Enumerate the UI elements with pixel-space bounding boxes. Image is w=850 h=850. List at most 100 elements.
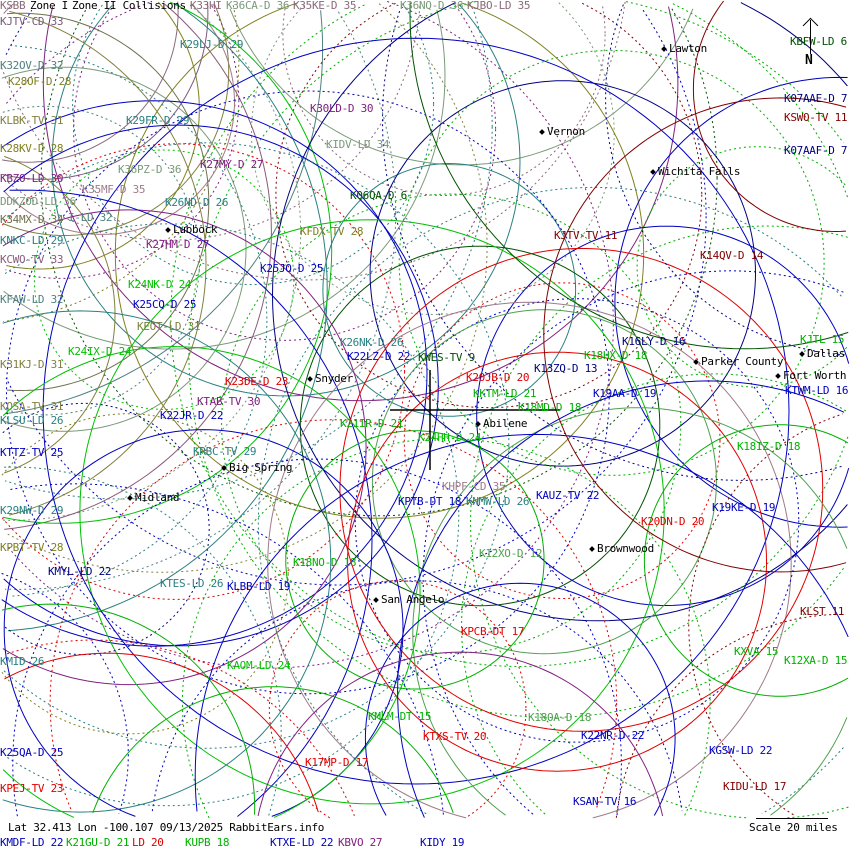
station-label[interactable]: KGSW-LD 22	[709, 744, 773, 757]
station-label[interactable]: K32OV-D 32	[0, 59, 64, 72]
station-label[interactable]: K35KE-D 35	[293, 0, 357, 12]
station-label[interactable]: K27MY-D 27	[200, 158, 264, 171]
station-label[interactable]: KLBK-TV 31	[0, 114, 64, 127]
station-label[interactable]: KTXS-TV 20	[423, 730, 487, 743]
station-label[interactable]: K19AA-D 19	[593, 387, 657, 400]
station-label[interactable]: KBFW-LD 6	[790, 35, 847, 48]
station-label[interactable]: KKTM-LD 21	[473, 387, 537, 400]
station-label[interactable]: K33HI	[190, 0, 222, 12]
station-label[interactable]: KXVA 15	[734, 645, 779, 658]
station-label[interactable]: KCWO-TV 33	[0, 253, 64, 266]
station-label[interactable]: K29FR-D 29	[126, 114, 190, 127]
station-label[interactable]: KAOM-LD 24	[227, 659, 291, 672]
station-label[interactable]: KPCB-DT 17	[461, 625, 525, 638]
station-label[interactable]: K14QV-D 14	[700, 249, 764, 262]
station-label[interactable]: KPBT-TV 28	[0, 541, 64, 554]
station-label[interactable]: K07AAE-D 7	[784, 92, 848, 105]
station-label[interactable]: K20JB-D 20	[466, 371, 530, 384]
station-label[interactable]: K22LZ-D 22	[347, 350, 411, 363]
station-label[interactable]: KNKC-LD 29	[0, 234, 64, 247]
station-label[interactable]: KIDY 19	[420, 836, 465, 849]
station-label[interactable]: K18HX-D 18	[584, 349, 648, 362]
station-label[interactable]: KBZO-LD 30	[0, 172, 64, 185]
station-label[interactable]: K22NR-D 22	[581, 729, 645, 742]
station-label[interactable]: K29LJ-D 29	[180, 38, 244, 51]
station-label[interactable]: K21IR-D 21	[340, 417, 404, 430]
station-label[interactable]: K22JR-D 22	[160, 409, 224, 422]
station-label[interactable]: K23DE-D 23	[225, 375, 289, 388]
station-label[interactable]: K20DN-D 20	[641, 515, 705, 528]
station-label[interactable]: KPTB-DT 18	[398, 495, 462, 508]
station-label[interactable]: KRBC-TV 29	[193, 445, 257, 458]
station-label[interactable]: KFAW-LD 32	[0, 293, 64, 306]
station-label[interactable]: KSBB	[0, 0, 26, 12]
station-label[interactable]: LD 20	[132, 836, 164, 849]
station-label[interactable]: K35MF-D 35	[82, 183, 146, 196]
station-label[interactable]: K24NK-D 24	[128, 278, 192, 291]
station-label[interactable]: K29NW-D 29	[0, 504, 64, 517]
station-label[interactable]: K19KE-D 19	[712, 501, 776, 514]
station-label[interactable]: KPEJ-TV 23	[0, 782, 64, 795]
station-label[interactable]: KNMW-LD 26	[466, 495, 530, 508]
station-label[interactable]: K12XO-D 12	[479, 547, 543, 560]
station-label[interactable]: KHPF-CD 35	[442, 480, 506, 493]
station-label[interactable]: K18IZ-D 18	[737, 440, 801, 453]
station-label[interactable]: KTES-LD 26	[160, 577, 224, 590]
station-label[interactable]: KMLM-DT 15	[368, 710, 432, 723]
station-label[interactable]: KLST 11	[800, 605, 845, 618]
station-label[interactable]: K17MP-D 17	[305, 756, 369, 769]
station-label[interactable]: K31KJ-D 31	[0, 358, 64, 371]
station-label[interactable]: KSAN-TV 16	[573, 795, 637, 808]
station-label[interactable]: KSWO-TV 11	[784, 111, 848, 124]
station-label[interactable]: KLSU-LD 26	[0, 414, 64, 427]
station-label[interactable]: K06QA-D 6	[350, 189, 407, 202]
station-label[interactable]: K24IX-D 24	[68, 345, 132, 358]
station-label[interactable]: K36CA-D 36	[226, 0, 290, 12]
station-label[interactable]: K24HH-D 24	[418, 431, 482, 444]
station-label[interactable]: KMID 26	[0, 655, 45, 668]
station-label[interactable]: K36NQ-D 36	[400, 0, 464, 12]
station-label[interactable]: KJTV-CD 33	[0, 15, 64, 28]
station-label[interactable]: KLBB-LD 19	[227, 580, 291, 593]
station-label[interactable]: K28OF-D 28	[8, 75, 72, 88]
station-label[interactable]: K25QA-D 25	[0, 746, 64, 759]
station-label[interactable]: K34MX-D 34	[0, 213, 64, 226]
station-label[interactable]: K13ZQ-D 13	[534, 362, 598, 375]
station-label[interactable]: KJTV-TV 11	[554, 229, 618, 242]
station-label[interactable]: KTAB-TV 30	[197, 395, 261, 408]
station-label[interactable]: K26ND-D 26	[165, 196, 229, 209]
station-label[interactable]: K07AAF-D 7	[784, 144, 848, 157]
station-label[interactable]: KTWM-LD 16	[785, 384, 849, 397]
station-label[interactable]: KJBO-LD 35	[467, 0, 531, 12]
station-label[interactable]: KIDV-LD 34	[326, 138, 390, 151]
station-label[interactable]: KFDX-TV 28	[300, 225, 364, 238]
station-label[interactable]: KAUZ-TV 22	[536, 489, 600, 502]
station-label[interactable]: KMDF-LD 22	[0, 836, 64, 849]
station-label[interactable]: K18NO-D 18	[293, 556, 357, 569]
station-label[interactable]: KTXE-LD 22	[270, 836, 334, 849]
station-label[interactable]: I-LD 32	[68, 211, 113, 224]
station-label[interactable]: K25JO-D 25	[260, 262, 324, 275]
station-label[interactable]: K12XA-D 15	[784, 654, 848, 667]
station-label[interactable]: KEOT-LD 31	[137, 320, 201, 333]
station-label[interactable]: KMYL-LD 22	[48, 565, 112, 578]
station-label[interactable]: KWES-TV 9	[418, 351, 475, 364]
station-label[interactable]: KIDU-LD 17	[723, 780, 787, 793]
station-label[interactable]: KOSA-TV 31	[0, 400, 64, 413]
station-label[interactable]: DDKZOD-LD 36	[0, 195, 76, 208]
station-label[interactable]: K27HM-D 27	[146, 238, 210, 251]
station-label[interactable]: KBVO 27	[338, 836, 383, 849]
station-label[interactable]: K21GU-D 21	[66, 836, 130, 849]
station-label[interactable]: KJTL 15	[800, 333, 845, 346]
station-label[interactable]: K16LY-D 16	[622, 335, 686, 348]
station-label[interactable]: K25CQ-D 25	[133, 298, 197, 311]
station-label[interactable]: K28KV-D 28	[0, 142, 64, 155]
station-label[interactable]: K36PZ-D 36	[118, 163, 182, 176]
station-label[interactable]: K26NK-D 26	[340, 336, 404, 349]
station-label[interactable]: K30LD-D 30	[310, 102, 374, 115]
station-label[interactable]: KTTZ-TV 25	[0, 446, 64, 459]
station-label[interactable]: K18MD-D 18	[518, 401, 582, 414]
station-label[interactable]: KUPB 18	[185, 836, 230, 849]
station-label[interactable]: K18OA-D 18	[528, 711, 592, 724]
